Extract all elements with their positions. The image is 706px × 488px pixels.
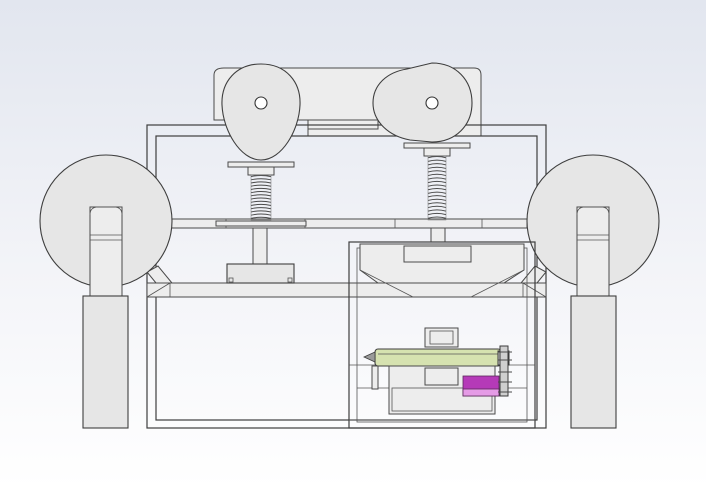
spring-coil [250,187,272,190]
hopper-housing [348,241,536,429]
roller-left-shaft-tip [363,351,376,363]
left-fork-top-cap [89,206,123,216]
spring-coil [427,216,447,219]
spring-outline [250,174,272,221]
spring-coil [250,203,272,207]
spring-coil [427,184,447,187]
left-wheel-fork [89,206,123,298]
spring-coil [427,180,447,184]
spring-coil [427,159,447,162]
spring-coil [250,207,272,210]
main-frame [146,124,547,429]
right-spring-upper-plate [403,142,471,149]
right-wheel-assembly [526,154,660,429]
housing-outer [348,241,536,429]
left-spring-collar [247,166,275,176]
right-side-bracket [519,265,547,284]
spring-coil [250,181,272,184]
right-cam-spring-assembly [372,62,473,243]
outer-frame-rect [146,124,547,429]
spring-coil [250,197,272,200]
spring-coil [427,166,447,169]
drive-top-bracket [424,327,459,348]
spring-coil [250,210,272,213]
right-fork-top-cap [576,206,610,216]
spring-coil [427,195,447,198]
right-support-leg [570,295,617,429]
left-support-leg [82,295,129,429]
spring-coil [427,170,447,173]
left-plunger-rod [252,227,268,265]
right-gear-post [499,345,509,397]
right-plunger-rod [430,227,446,243]
spring-coil [250,191,272,194]
drive-top-bracket-inner [429,330,454,345]
spring-coil [427,177,447,180]
left-spring [250,174,272,221]
green-roller [374,348,502,367]
funnel-guide-left [359,269,414,298]
left-presser-foot-l [228,277,234,283]
spring-coil [427,156,447,159]
funnel-guide-right [470,269,525,298]
left-presser-foot-r [287,277,293,283]
left-wheel-assembly [39,154,173,429]
spring-coil [427,209,447,212]
hopper-window [403,245,472,263]
spring-outline [427,155,447,221]
spring-coil [250,194,272,197]
spring-coil [427,212,447,216]
spring-coil [250,213,272,216]
magenta-motor-face [462,388,500,397]
lower-carriage-window [424,367,459,386]
spring-coil [250,174,272,178]
spring-coil [427,188,447,191]
spring-coil [250,200,272,203]
right-spring [427,155,447,221]
left-cam [221,63,301,161]
lower-rail [146,282,547,298]
right-cam [372,62,473,143]
spring-coil [427,163,447,166]
lower-carriage-inner [391,387,493,412]
spring-coil [427,198,447,201]
spring-coil [250,184,272,187]
spring-coil [427,173,447,177]
spring-coil [427,202,447,205]
right-wheel-fork [576,206,610,298]
right-cam-axle-hole [425,96,439,110]
left-cam-axle-hole [254,96,268,110]
drive-mechanism [363,327,512,415]
spring-coil [250,178,272,181]
right-spring-collar [423,147,451,157]
roller-left-support [371,365,379,390]
left-spring-upper-plate [227,161,295,168]
spring-coil [427,191,447,194]
left-presser-block [226,263,295,284]
left-spring-lower-plate [215,220,307,227]
left-cam-spring-assembly [215,63,307,284]
left-side-bracket [146,265,174,284]
spring-coil [427,205,447,209]
spring-coil [250,216,272,219]
